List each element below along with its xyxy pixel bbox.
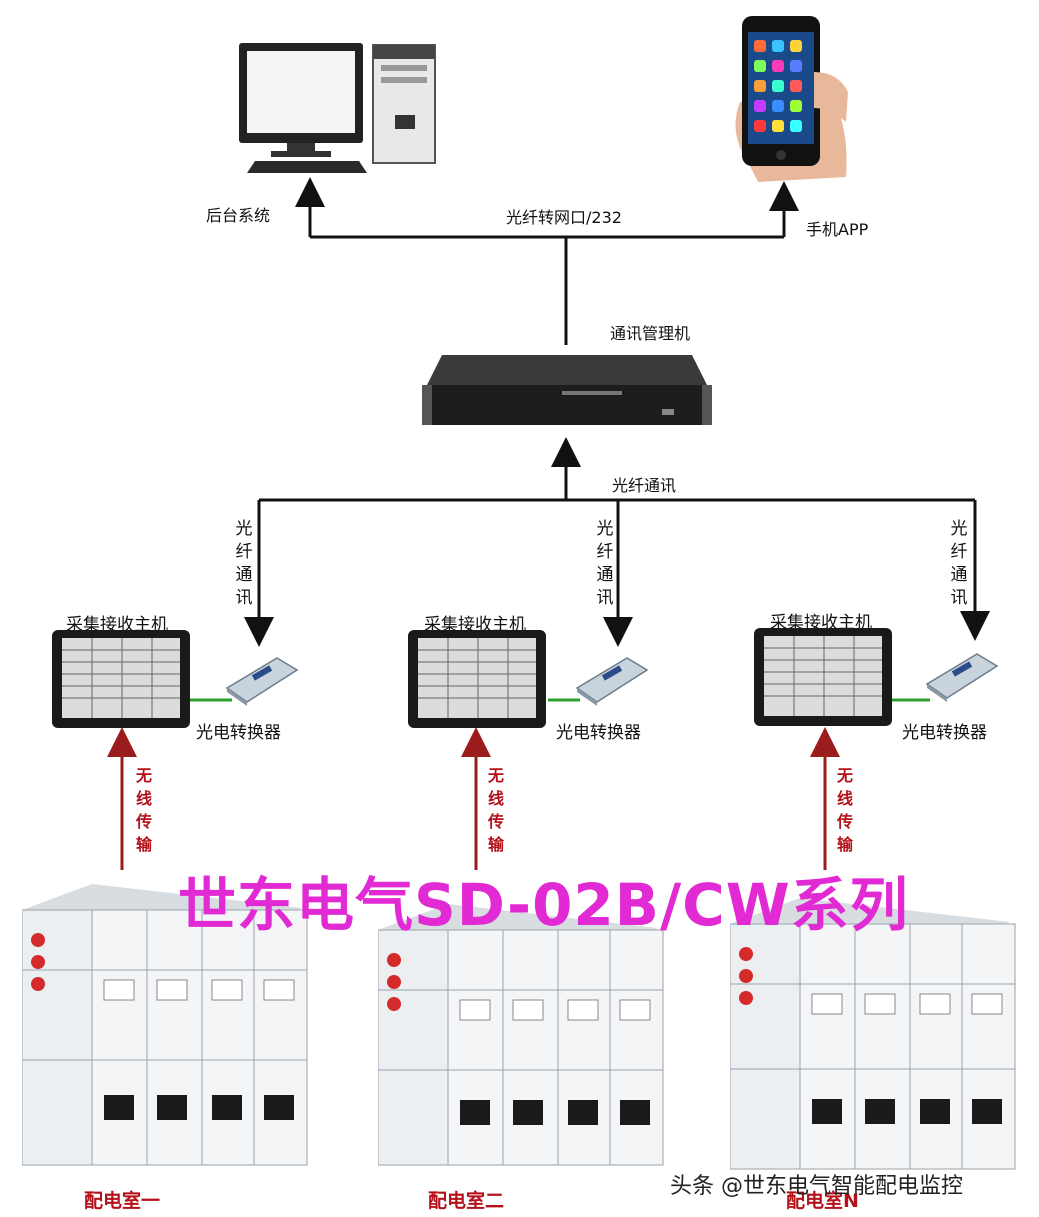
collector-host-2-icon (408, 630, 546, 728)
collector-host-1-icon (52, 630, 190, 728)
app-label: 手机APP (806, 220, 869, 239)
room-n-label: 配电室N (786, 1190, 859, 1212)
converter-3-label: 光电转换器 (902, 723, 987, 743)
converter-1-icon (225, 657, 299, 706)
product-series-banner: 世东电气SD-02B/CW系列 (178, 871, 909, 939)
fiber-comm-branch-3-label: 光纤通讯 (950, 519, 968, 608)
switchgear-room-2-icon (378, 904, 664, 1166)
comm-manager-device-icon (422, 355, 712, 425)
fiber-comm-branch-2-label: 光纤通讯 (596, 519, 614, 608)
comm-manager-label: 通讯管理机 (610, 324, 691, 343)
backend-label: 后台系统 (206, 206, 271, 225)
collector-host-3-icon (754, 628, 892, 726)
fiber-comm-branch-1-label: 光纤通讯 (235, 519, 253, 608)
switchgear-room-1-icon (22, 884, 308, 1166)
wireless-1-label: 无线传输 (135, 766, 152, 854)
switchgear-room-n-icon (730, 898, 1016, 1170)
desktop-computer-icon (239, 43, 436, 173)
source-watermark: 头条 @世东电气智能配电监控 (670, 1174, 963, 1199)
converter-1-label: 光电转换器 (196, 723, 281, 743)
room-1-label: 配电室一 (84, 1190, 161, 1212)
room-2-label: 配电室二 (428, 1190, 505, 1212)
converter-2-label: 光电转换器 (556, 723, 641, 743)
fiber-to-net-label: 光纤转网口/232 (506, 208, 622, 227)
wireless-2-label: 无线传输 (487, 766, 504, 854)
converter-2-icon (575, 657, 649, 706)
fiber-comm-main-label: 光纤通讯 (612, 476, 677, 495)
smartphone-icon (735, 16, 848, 182)
wireless-3-label: 无线传输 (836, 766, 853, 854)
converter-3-icon (925, 653, 999, 702)
